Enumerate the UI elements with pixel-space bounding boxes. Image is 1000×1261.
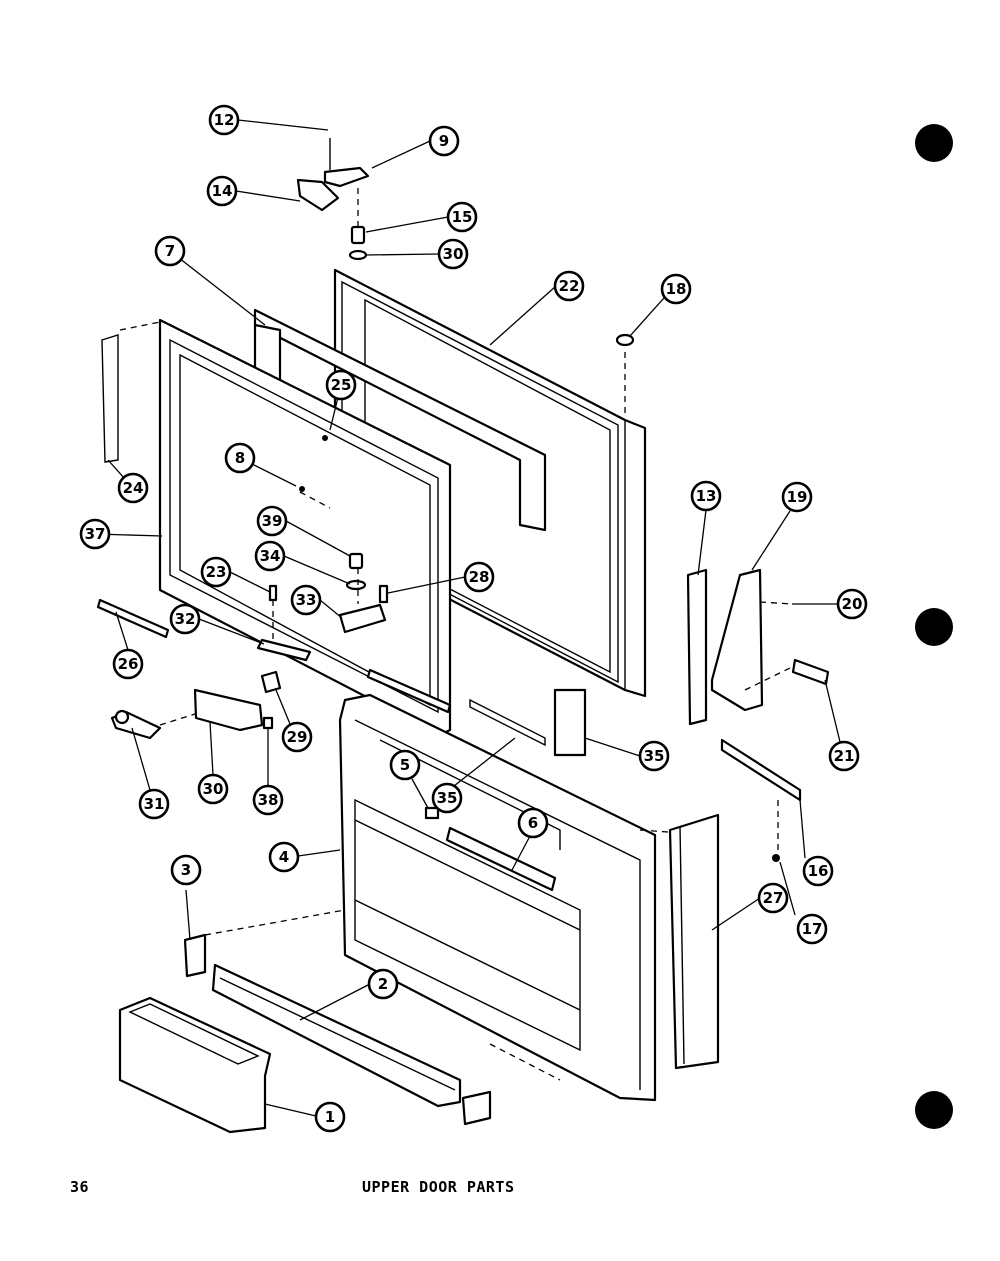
page-number: 36: [70, 1178, 90, 1196]
callout-20: 20: [836, 588, 868, 620]
svg-text:23: 23: [206, 563, 227, 581]
svg-text:21: 21: [834, 747, 855, 765]
svg-text:25: 25: [331, 376, 352, 394]
svg-text:1: 1: [325, 1108, 335, 1126]
frame-hardware: [96, 435, 389, 662]
callout-21: 21: [828, 740, 860, 772]
callout-7: 7: [154, 235, 186, 267]
svg-text:35: 35: [437, 789, 458, 807]
callout-1: 1: [314, 1101, 346, 1133]
svg-text:3: 3: [181, 861, 191, 879]
svg-text:4: 4: [279, 848, 289, 866]
outer-door-panel: [333, 268, 647, 698]
callout-34: 34: [254, 540, 286, 572]
svg-text:9: 9: [439, 132, 449, 150]
callout-3: 3: [170, 854, 202, 886]
callout-39: 39: [256, 505, 288, 537]
callout-5: 5: [389, 749, 421, 781]
svg-text:30: 30: [203, 780, 224, 798]
svg-text:30: 30: [443, 245, 464, 263]
side-brackets: [553, 568, 830, 802]
svg-text:14: 14: [212, 182, 233, 200]
callout-38: 38: [252, 784, 284, 816]
callout-31: 31: [138, 788, 170, 820]
callout-6: 6: [517, 807, 549, 839]
svg-text:37: 37: [85, 525, 106, 543]
punch-hole-middle: [915, 608, 953, 646]
callout-37: 37: [79, 518, 111, 550]
svg-text:35: 35: [644, 747, 665, 765]
svg-text:38: 38: [258, 791, 279, 809]
callout-15: 15: [446, 201, 478, 233]
callout-23: 23: [200, 556, 232, 588]
svg-text:6: 6: [528, 814, 538, 832]
callout-35-right: 35: [638, 740, 670, 772]
callout-16: 16: [802, 855, 834, 887]
callout-33: 33: [290, 584, 322, 616]
callout-13: 13: [690, 480, 722, 512]
svg-text:27: 27: [763, 889, 784, 907]
svg-text:33: 33: [296, 591, 317, 609]
svg-text:29: 29: [287, 728, 308, 746]
handle-trim: [668, 813, 780, 1070]
svg-text:19: 19: [787, 488, 808, 506]
svg-text:17: 17: [802, 920, 823, 938]
callout-19: 19: [781, 481, 813, 513]
assembly-guide-lines: [119, 321, 791, 850]
svg-text:34: 34: [260, 547, 281, 565]
callout-8: 8: [224, 442, 256, 474]
svg-text:32: 32: [175, 610, 196, 628]
leader-lines: [94, 119, 841, 1117]
callout-24: 24: [117, 472, 149, 504]
punch-hole-top: [915, 124, 953, 162]
svg-text:5: 5: [400, 756, 410, 774]
lower-hinge-assembly: [110, 670, 282, 740]
door-liner: [338, 693, 657, 1102]
svg-text:31: 31: [144, 795, 165, 813]
callout-27: 27: [757, 882, 789, 914]
svg-text:7: 7: [165, 242, 175, 260]
callout-18: 18: [660, 273, 692, 305]
callout-17: 17: [796, 913, 828, 945]
svg-text:12: 12: [214, 111, 235, 129]
svg-text:26: 26: [118, 655, 139, 673]
svg-text:20: 20: [842, 595, 863, 613]
callout-32: 32: [169, 603, 201, 635]
door-gasket-strip: [366, 668, 452, 714]
callout-12: 12: [208, 104, 240, 136]
callout-30-top: 30: [437, 238, 469, 270]
svg-text:16: 16: [808, 862, 829, 880]
svg-text:39: 39: [262, 512, 283, 530]
svg-text:8: 8: [235, 449, 245, 467]
diagram-caption: UPPER DOOR PARTS: [362, 1178, 515, 1196]
svg-text:22: 22: [559, 277, 580, 295]
callout-4: 4: [268, 841, 300, 873]
svg-text:13: 13: [696, 487, 717, 505]
callout-29: 29: [281, 721, 313, 753]
svg-text:24: 24: [123, 479, 144, 497]
punch-hole-bottom: [915, 1091, 953, 1129]
callout-22: 22: [553, 270, 585, 302]
svg-text:2: 2: [378, 975, 388, 993]
svg-text:15: 15: [452, 208, 473, 226]
callout-14: 14: [206, 175, 238, 207]
callout-30-bottom: 30: [197, 773, 229, 805]
svg-text:18: 18: [666, 280, 687, 298]
svg-text:28: 28: [469, 568, 490, 586]
callout-35-center: 35: [431, 782, 463, 814]
callout-26: 26: [112, 648, 144, 680]
callout-28: 28: [463, 561, 495, 593]
top-hinge-assembly: [296, 138, 370, 261]
bottom-parts: [118, 909, 561, 1134]
callout-25: 25: [325, 369, 357, 401]
callout-2: 2: [367, 968, 399, 1000]
callout-9: 9: [428, 125, 460, 157]
